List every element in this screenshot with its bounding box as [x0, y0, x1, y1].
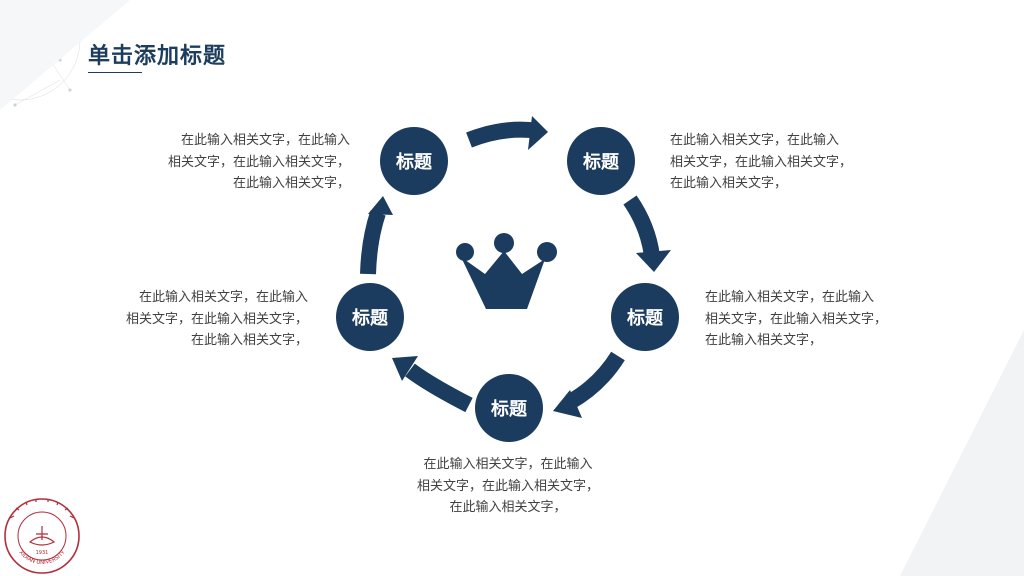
cycle-node-top-right[interactable]: 标题 — [567, 127, 635, 195]
svg-text:1931: 1931 — [36, 550, 49, 556]
crown-icon — [456, 233, 557, 309]
description-line: 在此输入相关文字， — [232, 176, 350, 191]
description-line: 在此输入相关文字，在此输入 — [138, 290, 308, 305]
description-line: 相关文字，在此输入相关文字， — [705, 311, 888, 327]
cycle-arrowhead-5 — [368, 196, 393, 215]
cycle-arrowhead-2 — [636, 250, 671, 272]
cycle-arrow-2 — [623, 195, 660, 258]
description-top-right[interactable]: 在此输入相关文字，在此输入 相关文字，在此输入相关文字， 在此输入相关文字， — [670, 130, 900, 195]
description-line: 在此输入相关文字， — [190, 333, 308, 348]
description-line: 在此输入相关文字，在此输入 — [423, 457, 593, 472]
description-line: 在此输入相关文字，在此输入 — [180, 133, 350, 148]
university-seal-logo: XIDIAN UNIVERSITY 1931 — [4, 498, 80, 574]
description-line: 在此输入相关文字，在此输入 — [705, 290, 875, 305]
cycle-node-top-left[interactable]: 标题 — [380, 127, 448, 195]
description-right[interactable]: 在此输入相关文字，在此输入 相关文字，在此输入相关文字， 在此输入相关文字， — [705, 287, 935, 352]
cycle-arrow-5 — [360, 210, 386, 275]
title-underline — [88, 72, 142, 73]
cycle-node-left[interactable]: 标题 — [336, 283, 404, 351]
description-bottom[interactable]: 在此输入相关文字，在此输入 相关文字，在此输入相关文字， 在此输入相关文字， — [392, 454, 624, 519]
description-top-left[interactable]: 在此输入相关文字，在此输入 相关文字，在此输入相关文字， 在此输入相关文字， — [120, 130, 350, 195]
cycle-arrow-1 — [466, 121, 540, 148]
cycle-arrow-3 — [565, 351, 625, 409]
description-left[interactable]: 在此输入相关文字，在此输入 相关文字，在此输入相关文字， 在此输入相关文字， — [78, 287, 308, 352]
cycle-arrowhead-3 — [553, 390, 582, 418]
cycle-node-bottom[interactable]: 标题 — [475, 374, 543, 442]
cycle-arrowhead-4 — [392, 356, 418, 381]
description-line: 在此输入相关文字， — [670, 176, 788, 191]
description-line: 相关文字，在此输入相关文字， — [167, 154, 350, 170]
cycle-arrowhead-1 — [528, 116, 548, 150]
description-line: 相关文字，在此输入相关文字， — [125, 311, 308, 327]
description-line: 在此输入相关文字，在此输入 — [670, 133, 840, 148]
cycle-node-right[interactable]: 标题 — [611, 283, 679, 351]
description-line: 在此输入相关文字， — [449, 500, 567, 515]
description-line: 在此输入相关文字， — [705, 333, 823, 348]
slide-title[interactable]: 单击添加标题 — [88, 44, 227, 69]
description-line: 相关文字，在此输入相关文字， — [416, 478, 599, 494]
description-line: 相关文字，在此输入相关文字， — [670, 154, 853, 170]
cycle-arrow-4 — [405, 363, 473, 413]
